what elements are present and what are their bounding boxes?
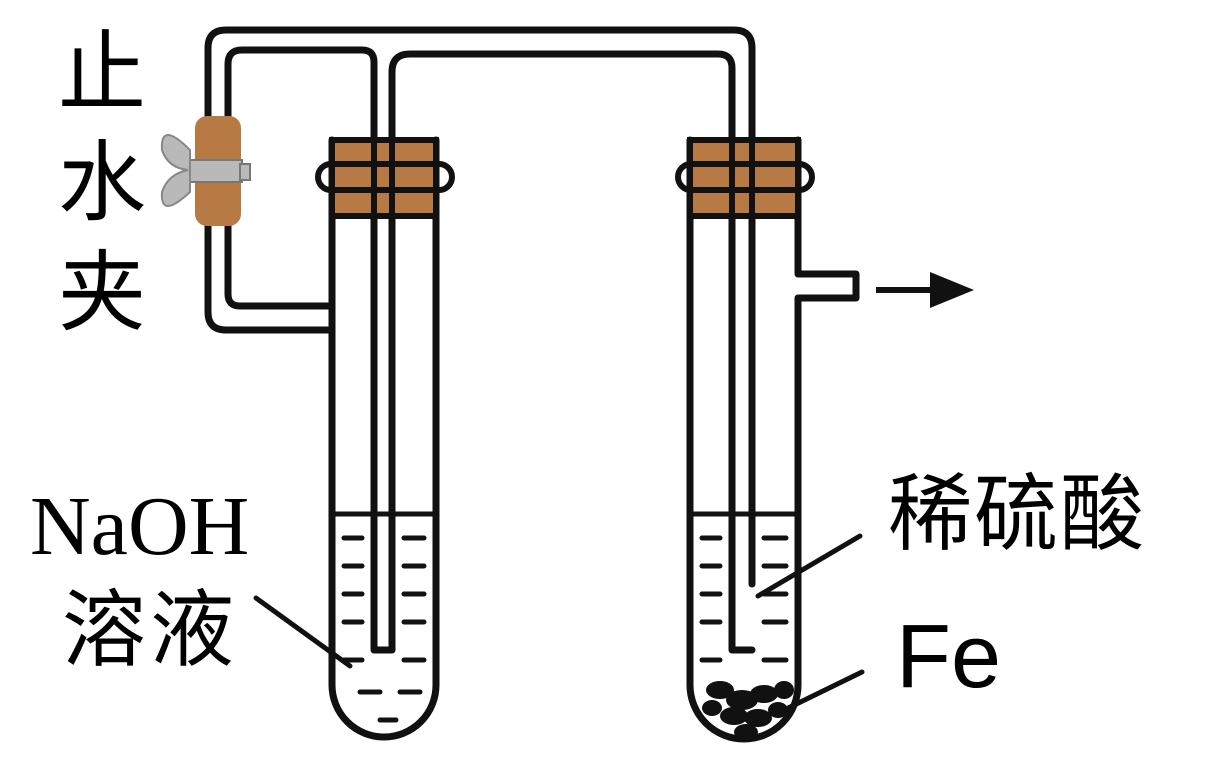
clamp-label-char-2: 水 [57, 131, 146, 234]
left-liquid-dashes [341, 535, 427, 723]
iron-filings [702, 681, 794, 740]
wing-nut-clamp-icon [160, 116, 251, 226]
left-test-tube [328, 136, 440, 741]
connecting-tube-outer [204, 26, 756, 588]
naoh-solution-label: 溶液 [62, 581, 239, 679]
iron-label: Fe [896, 607, 1002, 707]
connecting-tube-inner-left [224, 46, 756, 654]
acid-pointer-line [755, 533, 863, 599]
left-stopper [315, 137, 455, 219]
clamp-label-char-3: 夹 [57, 241, 146, 344]
arrow-right-icon [876, 272, 974, 308]
clamp-label-char-1: 止 [57, 21, 146, 124]
clamp-label: 止 水 夹 [52, 18, 152, 348]
right-stopper [675, 137, 815, 219]
naoh-pointer-line [253, 595, 353, 669]
naoh-formula-label: NaOH [30, 480, 250, 573]
right-liquid-dashes [699, 535, 789, 663]
dilute-sulfuric-acid-label: 稀硫酸 [888, 465, 1147, 563]
fe-pointer-line [777, 669, 865, 715]
right-test-tube [686, 136, 860, 743]
